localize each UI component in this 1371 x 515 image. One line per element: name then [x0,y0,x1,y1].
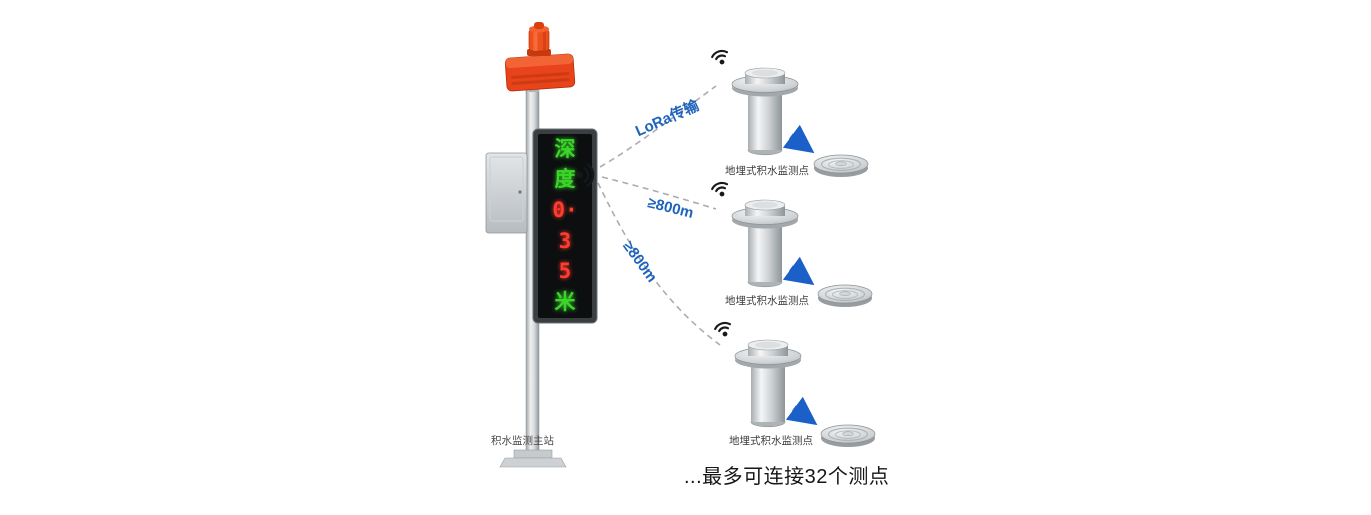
wifi-icon-2 [710,179,732,200]
disc-sensor-1 [813,154,869,178]
alarm-horn [504,53,576,92]
link-curve-2 [601,176,717,210]
alarm-beacon [527,22,551,56]
arrow-down-right-icon-3 [785,396,818,426]
caption-text: ...最多可连接32个测点 [684,466,890,488]
led-line: 米 [554,290,576,315]
led-line: 0· [552,198,578,223]
led-display: 深 度 0· 3 5 米 [538,134,592,318]
disc-sensor-3 [820,424,876,448]
wifi-icon-3 [713,319,735,340]
monitoring-point-label-3: 地埋式积水监测点 [729,435,813,447]
buried-sensor-1 [731,67,799,156]
disc-sensor-2 [817,284,873,308]
link-curve-1 [599,85,717,168]
wifi-icon-1 [710,47,732,68]
led-line: 3 [558,228,572,253]
led-line: 5 [558,259,572,284]
led-line: 深 [554,136,576,161]
alarm-unit [504,22,576,92]
buried-sensor-3 [734,339,802,428]
arrow-down-right-icon-1 [782,124,815,154]
monitoring-point-label-2: 地埋式积水监测点 [725,295,809,307]
buried-sensor-2 [731,199,799,288]
equipment-box [485,152,528,234]
main-station-label: 积水监测主站 [491,435,554,447]
arrow-down-right-icon-2 [782,256,815,286]
monitoring-point-label-1: 地埋式积水监测点 [725,165,809,177]
led-line: 度 [554,167,576,192]
signal-emitter-icon [576,163,595,187]
